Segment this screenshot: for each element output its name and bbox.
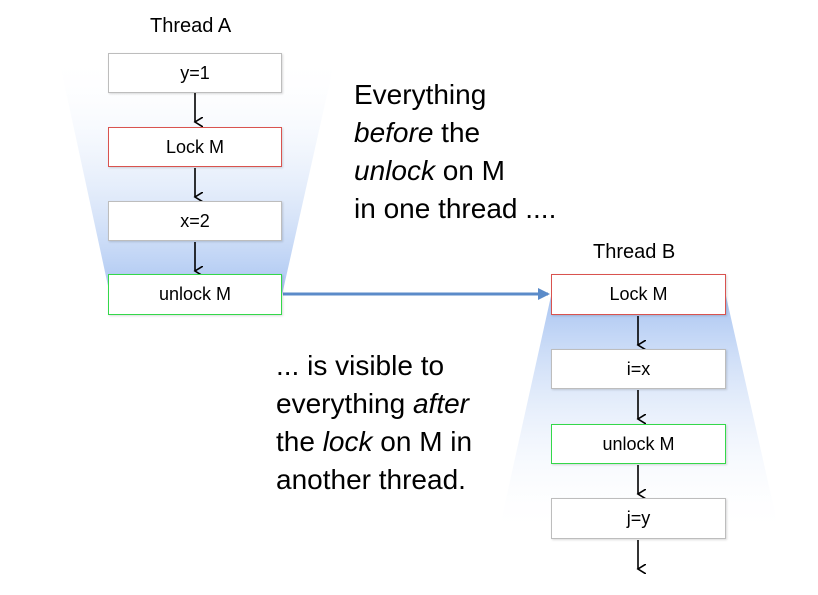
thread-a-step-4: unlock M [108, 274, 282, 315]
thread-a-title: Thread A [150, 15, 232, 37]
thread-b-step-3: unlock M [551, 424, 726, 464]
caption-after-line-2: everything after [276, 388, 469, 419]
thread-a-step-3: x=2 [108, 201, 282, 241]
caption-before-line-4: in one thread .... [354, 193, 557, 224]
caption-before-line-3: unlock on M [354, 155, 505, 186]
thread-b-title: Thread B [593, 241, 676, 263]
thread-a-step-1: y=1 [108, 53, 282, 93]
caption-after-line-1: ... is visible to [276, 350, 445, 381]
caption-after-line-3: the lock on M in [276, 426, 473, 457]
caption-before-unlock: Everything before the unlock on M in one… [354, 76, 556, 228]
caption-after-line-4: another thread. [276, 464, 466, 495]
caption-before-line-1: Everything [354, 79, 487, 110]
caption-before-line-2: before the [354, 117, 481, 148]
caption-after-lock: ... is visible to everything after the l… [276, 347, 472, 499]
thread-b-step-2: i=x [551, 349, 726, 389]
thread-a-step-2: Lock M [108, 127, 282, 167]
thread-b-step-1: Lock M [551, 274, 726, 315]
thread-b-step-4: j=y [551, 498, 726, 539]
